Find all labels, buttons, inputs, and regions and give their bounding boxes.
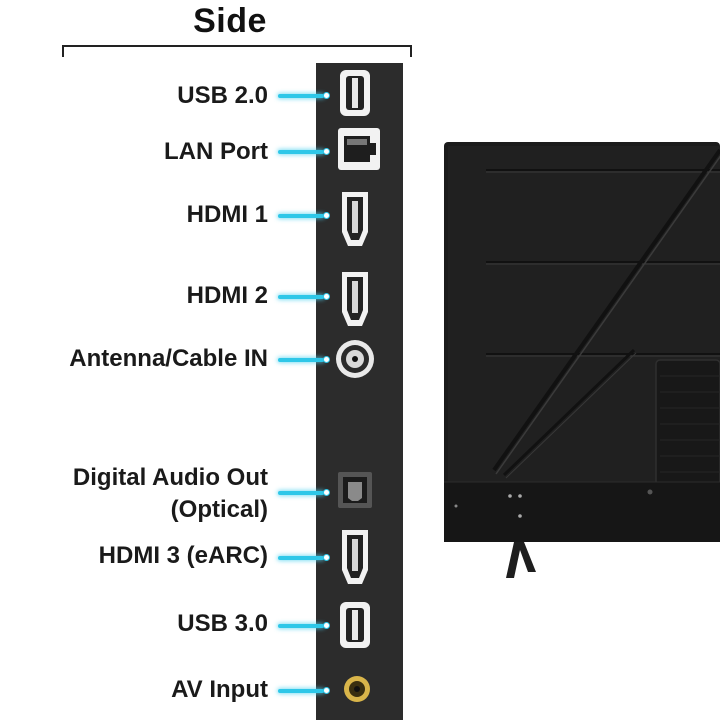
port-label-optical-line2: (Optical) (170, 496, 268, 523)
leader-line-av (278, 687, 330, 694)
leader-line-usb-3 (278, 622, 330, 629)
av-jack-icon (344, 676, 370, 702)
port-label-usb-3: USB 3.0 (177, 610, 268, 637)
port-label-av: AV Input (171, 676, 268, 703)
port-label-antenna: Antenna/Cable IN (69, 345, 268, 372)
port-label-usb-2: USB 2.0 (177, 82, 268, 109)
section-title: Side (193, 2, 267, 40)
port-label-lan: LAN Port (164, 138, 268, 165)
leader-line-usb-2 (278, 92, 330, 99)
port-label-hdmi-2: HDMI 2 (186, 282, 268, 309)
port-label-optical: Digital Audio Out (72, 464, 268, 491)
port-label-hdmi-3: HDMI 3 (eARC) (98, 542, 268, 569)
coax-port-icon (336, 340, 374, 378)
optical-port-icon (338, 472, 372, 508)
hdmi-port-icon (342, 192, 368, 246)
leader-line-hdmi-1 (278, 212, 330, 219)
leader-line-optical (278, 489, 330, 496)
hdmi-port-icon (342, 530, 368, 584)
usb-port-icon (340, 70, 370, 116)
leader-line-hdmi-2 (278, 293, 330, 300)
hdmi-port-icon (342, 272, 368, 326)
port-label-hdmi-1: HDMI 1 (186, 201, 268, 228)
lan-port-icon (338, 128, 380, 170)
section-bracket (62, 45, 412, 57)
leader-line-antenna (278, 356, 330, 363)
leader-line-hdmi-3 (278, 554, 330, 561)
tv-back-illustration (444, 142, 720, 578)
usb-port-icon (340, 602, 370, 648)
leader-line-lan (278, 148, 330, 155)
